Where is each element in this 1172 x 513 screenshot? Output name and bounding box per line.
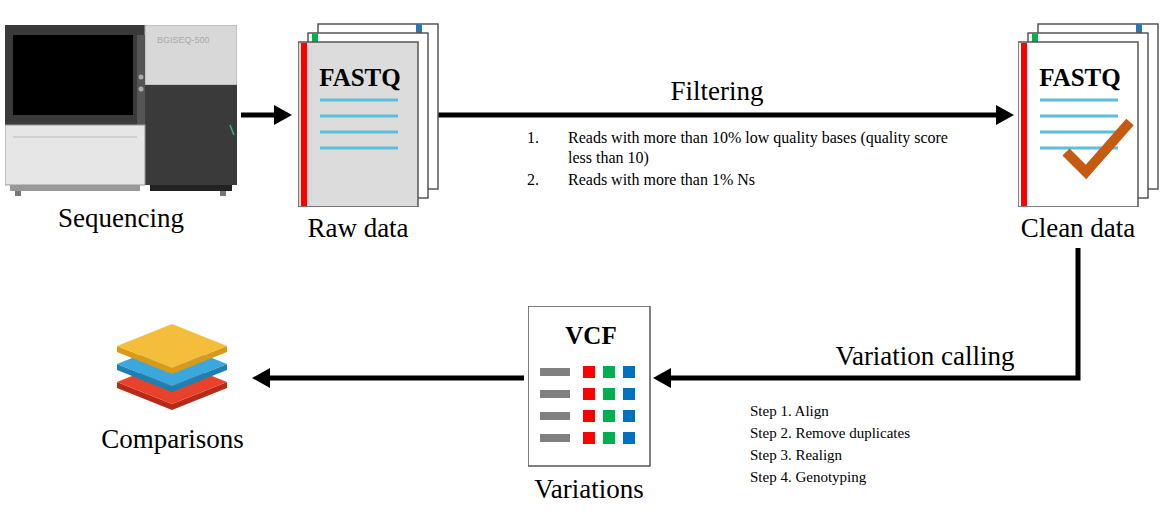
node-label: Clean data — [1021, 213, 1136, 244]
edge-label: Filtering — [671, 76, 764, 107]
flow-arrow — [420, 105, 1014, 125]
node-illustration — [298, 22, 443, 207]
flow-arrow — [653, 248, 1078, 388]
filter-note: 1. — [527, 128, 539, 148]
file-format: FASTQ — [319, 64, 401, 92]
node-illustration — [115, 318, 230, 418]
step-note: Step 4. Genotyping — [750, 468, 866, 487]
filter-note: Reads with more than 10% low quality bas… — [568, 128, 948, 168]
layers-node: Comparisons — [115, 318, 230, 418]
node-label: Comparisons — [101, 424, 244, 455]
file-node: VCFVariations — [528, 306, 656, 468]
node-label: Sequencing — [58, 203, 184, 234]
step-note: Step 2. Remove duplicates — [750, 424, 910, 443]
flow-arrow — [252, 368, 524, 388]
edge-label: Variation calling — [835, 341, 1014, 372]
file-format: VCF — [565, 322, 616, 350]
node-illustration — [5, 25, 237, 197]
step-note: Step 1. Align — [750, 402, 829, 421]
node-illustration — [1018, 22, 1163, 207]
file-node: FASTQClean data — [1018, 22, 1163, 207]
sequencer-node: BGISEQ-500Sequencing — [5, 25, 237, 197]
file-format: FASTQ — [1039, 64, 1121, 92]
flow-arrow — [241, 105, 292, 125]
filter-note: 2. — [527, 170, 539, 190]
node-label: Raw data — [307, 213, 408, 244]
step-note: Step 3. Realign — [750, 446, 842, 465]
node-label: Variations — [534, 474, 643, 505]
filter-note: Reads with more than 1% Ns — [568, 170, 948, 190]
model-name: BGISEQ-500 — [157, 35, 210, 45]
file-node: FASTQRaw data — [298, 22, 443, 207]
